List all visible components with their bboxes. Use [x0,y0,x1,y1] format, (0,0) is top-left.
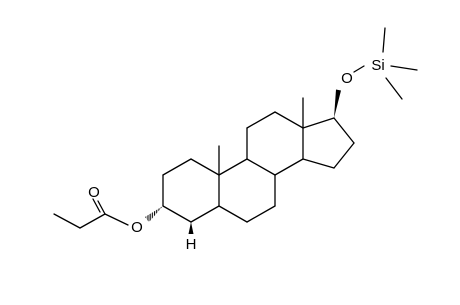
atom-label-carbonyl-oxygen: O [88,184,100,201]
silyl-bonds [353,27,418,100]
wedge-bond-17 [334,89,341,118]
ester-bonds [53,198,129,229]
atom-label-hydrogen: H [186,236,197,253]
atom-label-ether-oxygen: O [341,70,353,87]
ring-bonds [162,111,355,223]
atom-label-ester-oxygen: O [131,219,143,236]
methyl-bonds [218,97,304,176]
hashed-bond-3 [145,206,163,222]
wedge-bond-5h [188,222,194,234]
atom-label-silicon: Si [371,57,384,74]
